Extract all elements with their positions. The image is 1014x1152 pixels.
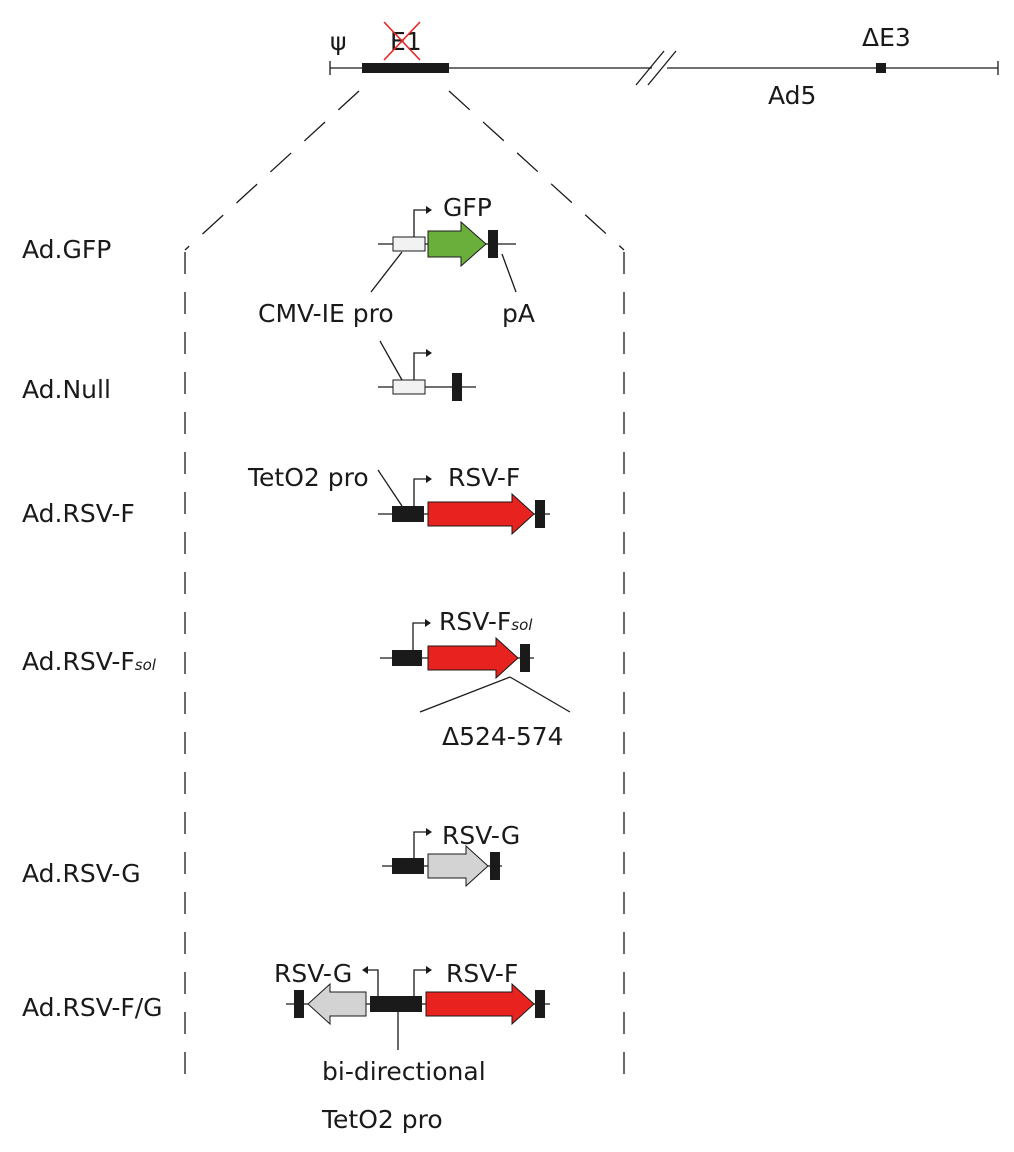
teto2-promoter-label: TetO2 pro [247, 463, 369, 492]
polya-signal-right [535, 990, 545, 1018]
bidirectional-label-line2: TetO2 pro [321, 1105, 443, 1134]
transcription-start-arrowhead [426, 475, 432, 483]
e3-deleted-label: ΔE3 [862, 23, 911, 52]
polya-signal [490, 852, 500, 880]
construct-name: Ad.RSV-G [22, 859, 141, 888]
transcription-start-arrow-left [368, 969, 379, 996]
construct-name: Ad.GFP [22, 235, 111, 264]
e3-region [876, 63, 886, 73]
teto2-promoter [392, 506, 424, 522]
transcription-start-arrow [413, 478, 426, 506]
transcription-start-arrow [413, 352, 426, 380]
construct-ad-rsv-f: Ad.RSV-F RSV-F TetO2 pro [22, 463, 550, 536]
e1-label: E1 [390, 27, 422, 56]
genome-break-mark-2 [647, 50, 677, 86]
e1-expansion-outline [184, 90, 625, 1082]
construct-ad-rsv-f-sol: Ad.RSV-Fsol RSV-Fsol Δ524-574 [22, 607, 571, 751]
deletion-label: Δ524-574 [442, 722, 564, 751]
polya-signal [452, 373, 462, 401]
ad5-label: Ad5 [768, 81, 816, 110]
gene-label-subscript: sol [511, 616, 533, 634]
gene-label-left: RSV-G [274, 959, 352, 988]
construct-ad-gfp: Ad.GFP GFP CMV-IE pro pA [22, 193, 535, 328]
transcription-start-arrowhead-left [362, 966, 368, 974]
gene-label: RSV-F [448, 463, 520, 492]
construct-name: Ad.RSV-Fsol [22, 647, 157, 676]
genome-break-mark-1 [635, 50, 665, 86]
rsv-g-gene-arrow [307, 982, 367, 1026]
construct-name: Ad.RSV-F/G [22, 993, 163, 1022]
deletion-bracket-right [509, 676, 571, 713]
construct-name: Ad.Null [22, 375, 111, 404]
transcription-start-arrow [413, 209, 426, 237]
construct-name-subscript: sol [135, 656, 157, 674]
transcription-start-arrowhead [426, 206, 432, 214]
gene-label: RSV-G [442, 821, 520, 850]
construct-ad-rsv-f-g: Ad.RSV-F/G RSV-G RSV-F bi-directional Te… [22, 959, 550, 1134]
rsv-f-gene-arrow [427, 492, 535, 536]
psi-label: ψ [330, 27, 347, 56]
transcription-start-arrow [412, 622, 425, 650]
rsv-f-sol-gene-arrow [427, 636, 519, 680]
cmv-promoter [392, 379, 426, 395]
construct-ad-null: Ad.Null [22, 340, 476, 404]
expansion-diagonal-left [184, 90, 360, 251]
transcription-start-arrowhead [425, 619, 431, 627]
expansion-diagonal-right [448, 90, 625, 251]
polya-signal [535, 500, 545, 528]
transcription-start-arrow-right [413, 969, 426, 996]
teto2-pointer-line [377, 469, 403, 507]
polya-signal [488, 230, 498, 258]
teto2-promoter [392, 650, 422, 666]
bidirectional-label-line1: bi-directional [322, 1057, 486, 1086]
transcription-start-arrowhead-right [426, 966, 432, 974]
gene-label: GFP [443, 193, 492, 222]
construct-name-main: Ad.RSV-F [22, 647, 135, 676]
gene-label: RSV-Fsol [439, 607, 533, 636]
transcription-start-arrow [413, 831, 426, 858]
deletion-bracket-left [419, 676, 511, 713]
construct-ad-rsv-g: Ad.RSV-G RSV-G [22, 821, 520, 888]
e1-region [362, 63, 449, 73]
transcription-start-arrowhead [426, 828, 432, 836]
polya-signal-left [294, 990, 304, 1018]
polya-signal [520, 644, 530, 672]
gene-label-main: RSV-F [439, 607, 511, 636]
rsv-f-gene-arrow [425, 982, 535, 1026]
rsv-g-gene-arrow [427, 844, 489, 888]
cmv-promoter [392, 236, 426, 252]
promoter-pointer-line [379, 340, 403, 381]
pa-pointer-line [501, 253, 517, 293]
polya-label: pA [502, 299, 535, 328]
bidirectional-teto2-promoter [370, 996, 422, 1012]
e1-deleted-cross-2 [383, 21, 421, 61]
cmv-promoter-label: CMV-IE pro [258, 299, 394, 328]
gfp-gene-arrow [427, 220, 487, 268]
gene-label-right: RSV-F [446, 959, 518, 988]
construct-name: Ad.RSV-F [22, 499, 135, 528]
ad5-genome: ψ E1 ΔE3 Ad5 [329, 21, 999, 110]
cmv-pointer-line [370, 251, 403, 293]
transcription-start-arrowhead [426, 349, 432, 357]
teto2-promoter [392, 858, 424, 874]
